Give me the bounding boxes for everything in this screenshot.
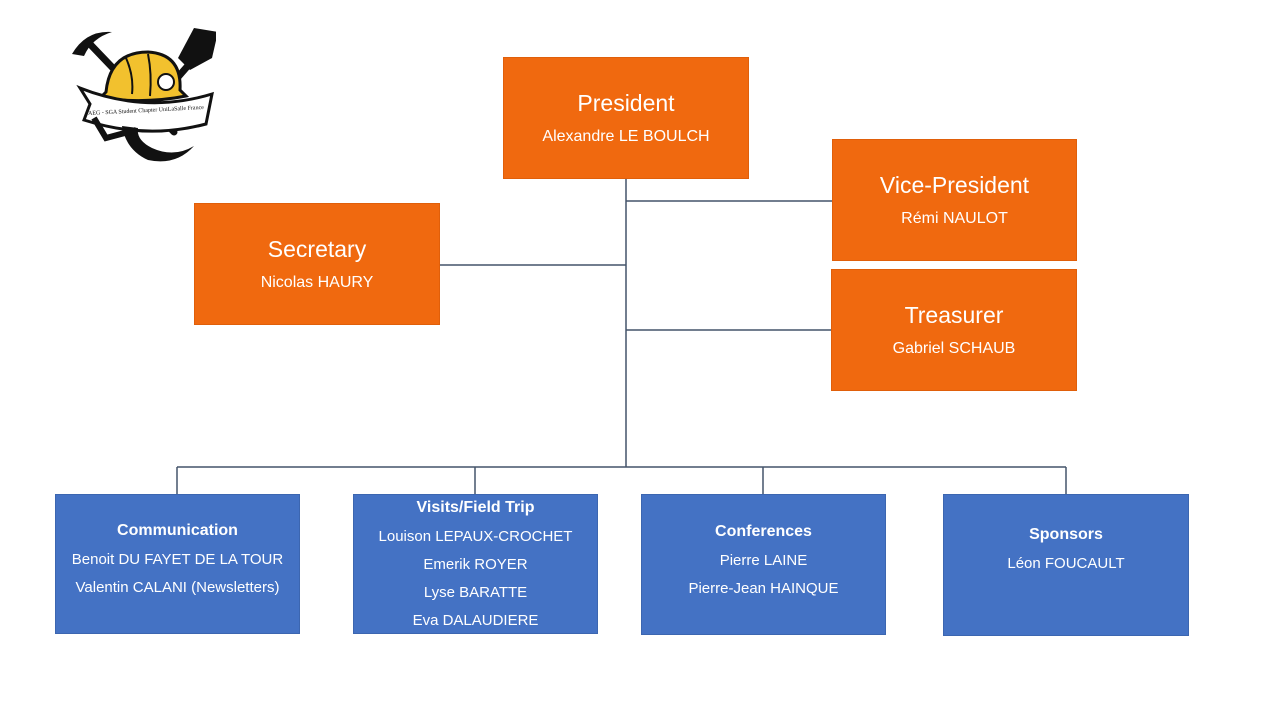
- visits-title: Visits/Field Trip: [416, 499, 535, 516]
- treasurer-title: Treasurer: [904, 302, 1004, 328]
- sponsors-member: Léon FOUCAULT: [1007, 555, 1125, 572]
- treasurer-box: Treasurer Gabriel SCHAUB: [831, 269, 1077, 391]
- president-name: Alexandre LE BOULCH: [542, 128, 710, 145]
- secretary-name: Nicolas HAURY: [260, 274, 374, 291]
- secretary-title: Secretary: [267, 236, 367, 262]
- chapter-logo: AEG - SGA Student Chapter UniLaSalle Fra…: [72, 28, 216, 162]
- president-title: President: [577, 90, 675, 116]
- visits-member: Eva DALAUDIERE: [412, 612, 539, 629]
- treasurer-name: Gabriel SCHAUB: [892, 340, 1016, 357]
- communication-member: Benoit DU FAYET DE LA TOUR: [71, 551, 284, 568]
- conferences-box: Conferences Pierre LAINE Pierre-Jean HAI…: [641, 494, 886, 635]
- conferences-member: Pierre-Jean HAINQUE: [688, 579, 839, 597]
- conferences-member: Pierre LAINE: [719, 551, 808, 569]
- visits-member: Emerik ROYER: [423, 556, 528, 573]
- president-box: President Alexandre LE BOULCH: [503, 57, 749, 179]
- vice-president-name: Rémi NAULOT: [901, 210, 1008, 227]
- visits-member: Louison LEPAUX-CROCHET: [378, 528, 573, 545]
- sponsors-box: Sponsors Léon FOUCAULT: [943, 494, 1189, 636]
- secretary-box: Secretary Nicolas HAURY: [194, 203, 440, 325]
- vice-president-title: Vice-President: [879, 172, 1030, 198]
- communication-member: Valentin CALANI (Newsletters): [75, 579, 280, 596]
- visits-box: Visits/Field Trip Louison LEPAUX-CROCHET…: [353, 494, 598, 634]
- communication-title: Communication: [117, 522, 238, 539]
- communication-box: Communication Benoit DU FAYET DE LA TOUR…: [55, 494, 300, 634]
- sponsors-title: Sponsors: [1029, 526, 1103, 543]
- conferences-title: Conferences: [715, 522, 812, 540]
- vice-president-box: Vice-President Rémi NAULOT: [832, 139, 1077, 261]
- visits-member: Lyse BARATTE: [423, 584, 528, 601]
